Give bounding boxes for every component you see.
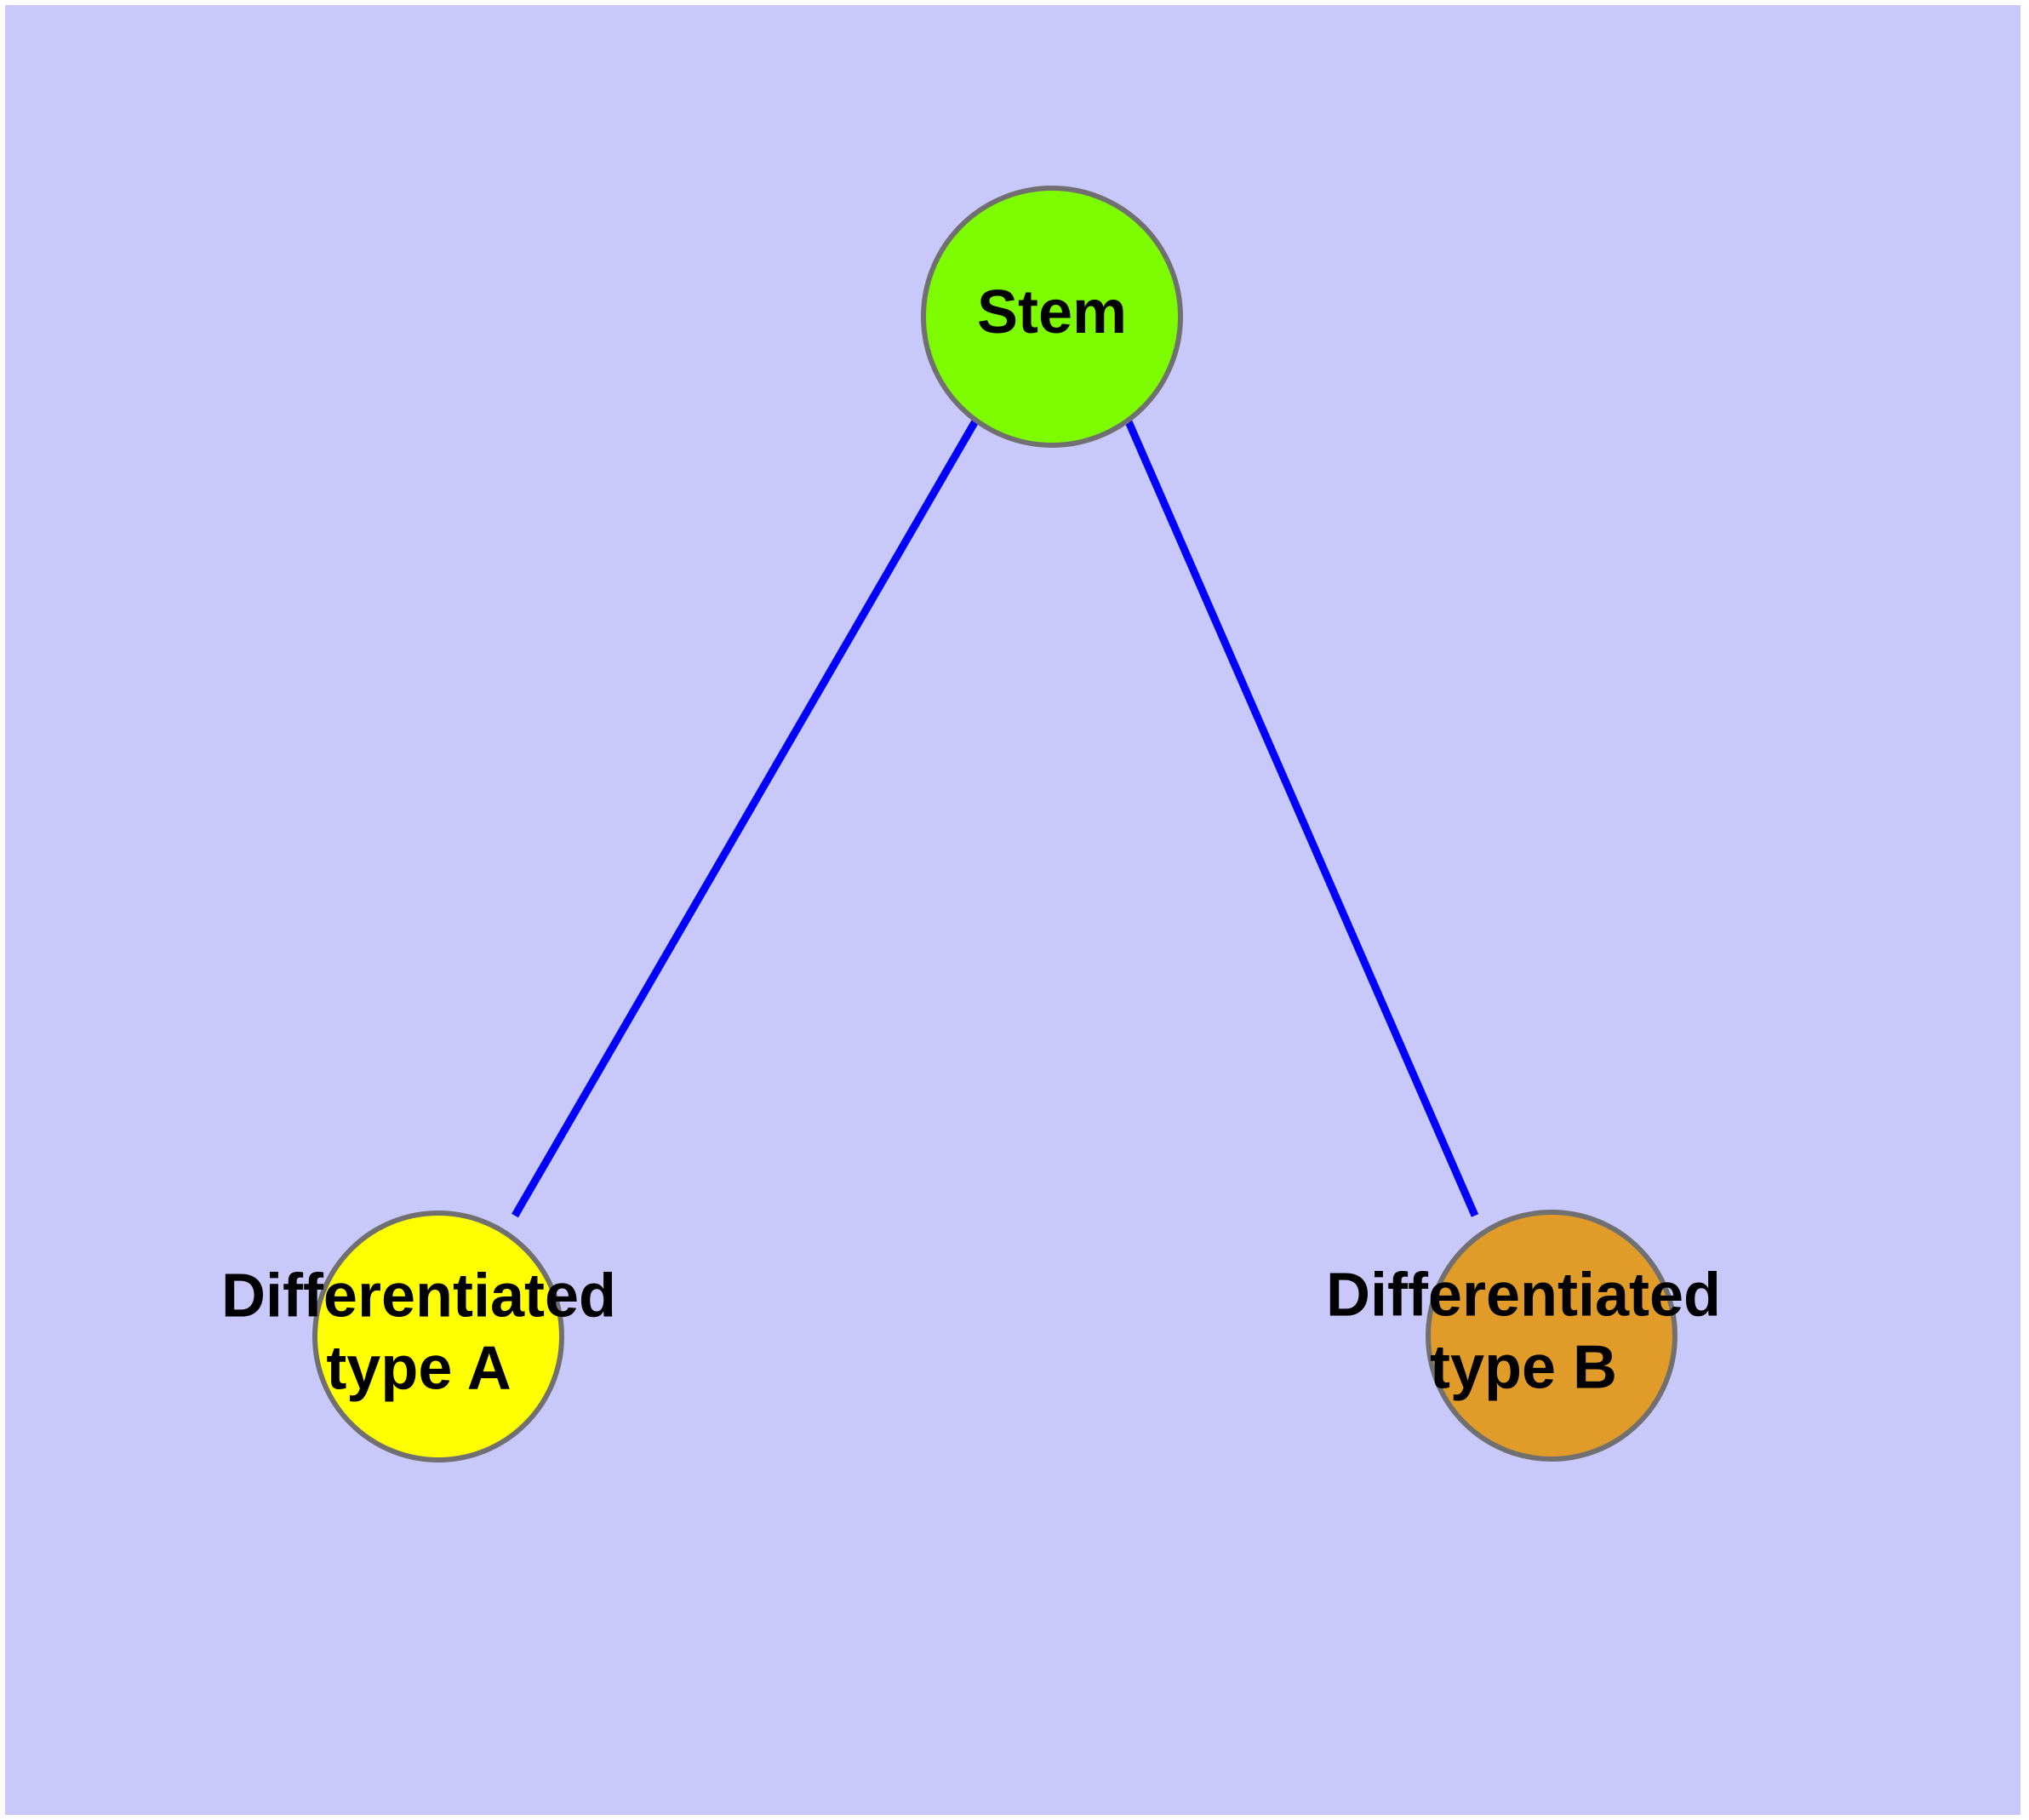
edge-stem-to-differentiated-type-b[interactable]: [1123, 418, 1479, 1217]
node-layer: [312, 186, 1677, 1462]
node-stem[interactable]: [921, 186, 1183, 448]
node-differentiated-type-b[interactable]: [1426, 1210, 1677, 1462]
edge-layer: [512, 417, 1479, 1218]
node-differentiated-type-a-circle[interactable]: [312, 1210, 564, 1462]
node-stem-label: Stem: [977, 278, 1127, 346]
node-differentiated-type-a[interactable]: [312, 1210, 564, 1462]
node-stem-circle[interactable]: [921, 186, 1183, 448]
node-differentiated-type-b-circle[interactable]: [1426, 1210, 1677, 1462]
edge-stem-to-differentiated-type-a[interactable]: [512, 417, 980, 1218]
